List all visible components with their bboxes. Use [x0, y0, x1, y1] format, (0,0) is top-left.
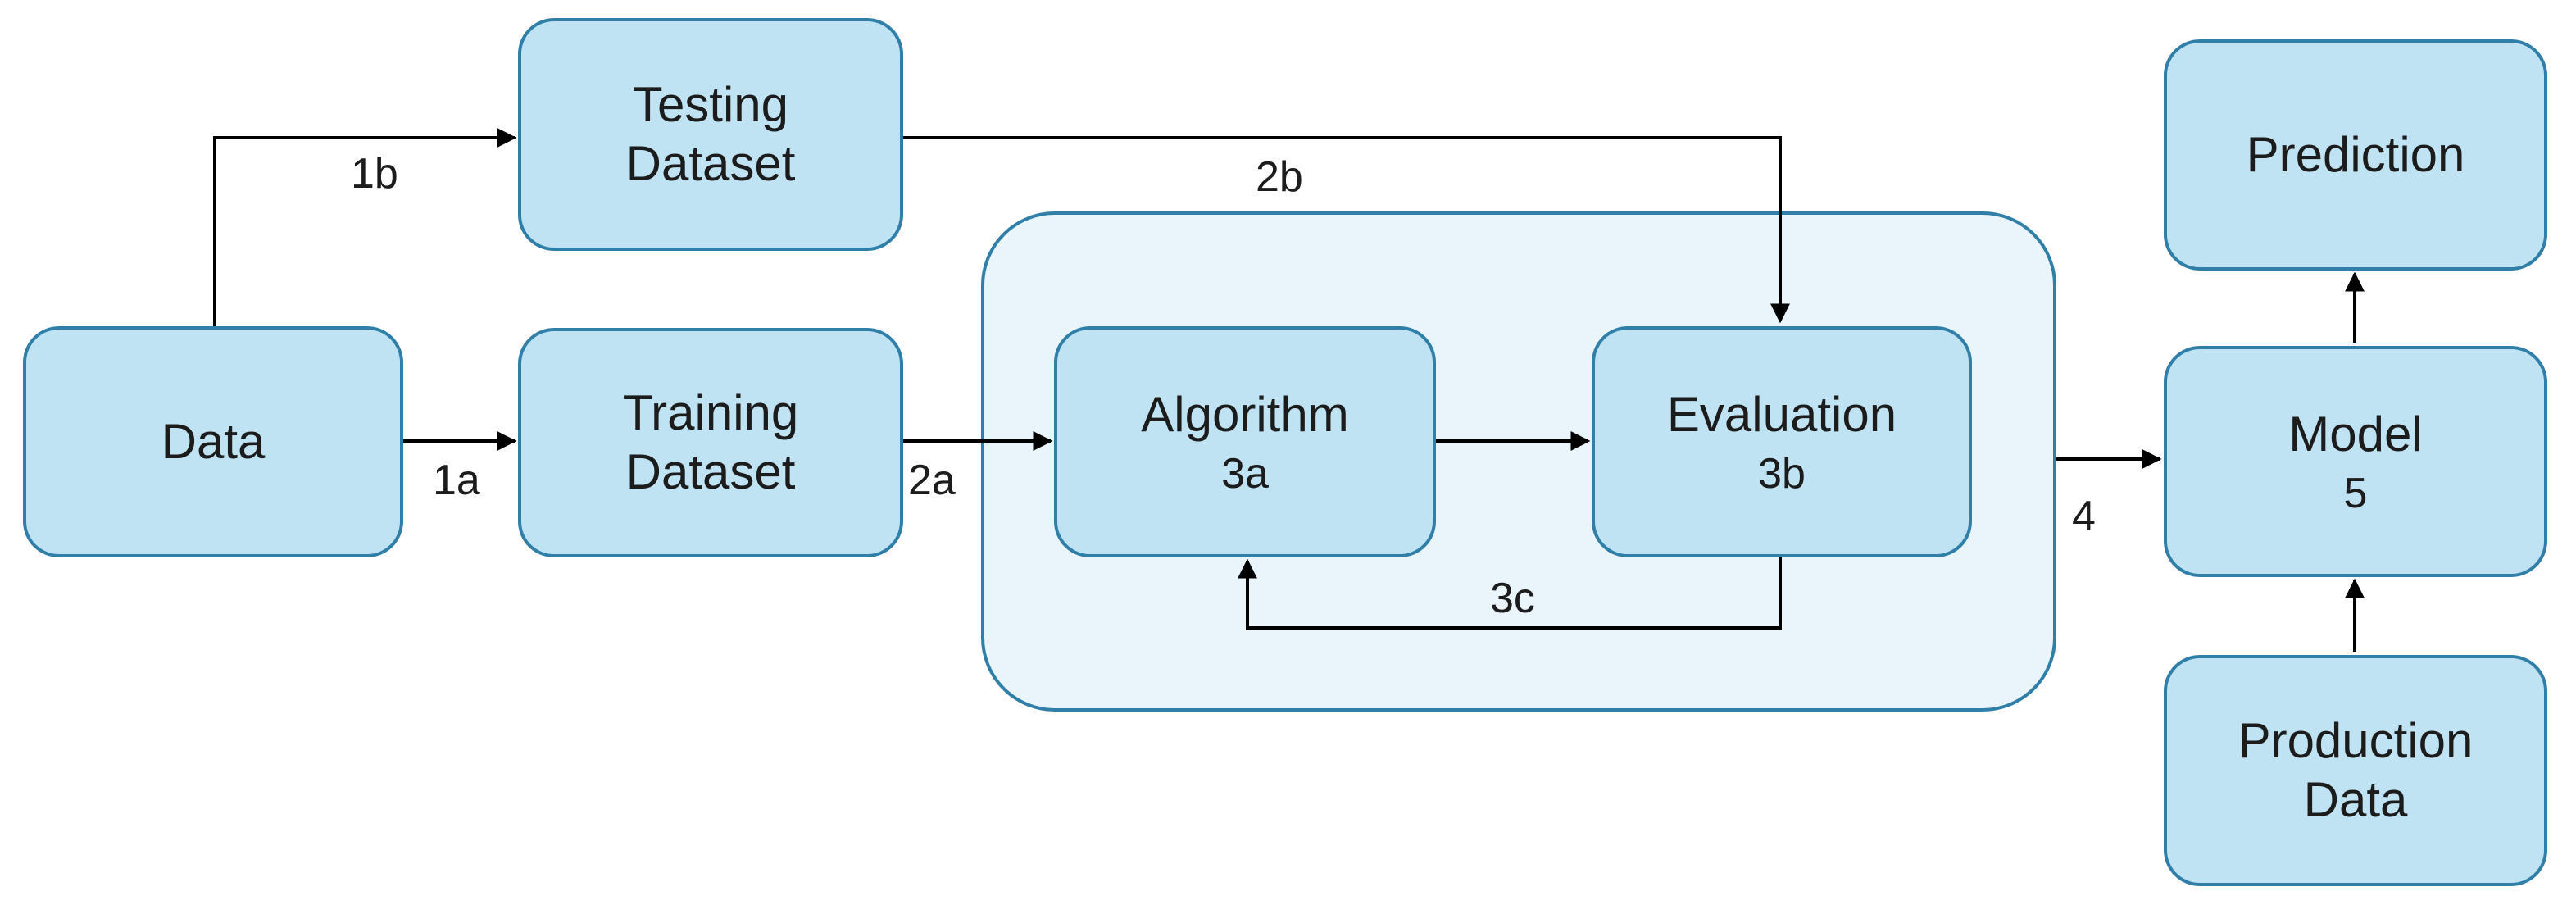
algorithm-label: Algorithm [1141, 387, 1349, 442]
edge-label-1b: 1b [351, 150, 398, 198]
testing-dataset-label-2: Dataset [625, 136, 796, 191]
prediction-node: Prediction [2164, 39, 2547, 271]
training-dataset-label-1: Training [622, 385, 799, 440]
evaluation-node: Evaluation 3b [1592, 326, 1972, 557]
production-data-label-2: Data [2303, 772, 2408, 827]
production-data-node: Production Data [2164, 655, 2547, 886]
training-dataset-label-2: Dataset [625, 444, 796, 499]
testing-dataset-node: Testing Dataset [518, 18, 903, 251]
edge-label-4: 4 [2072, 493, 2096, 540]
algorithm-step-label: 3a [1221, 450, 1269, 498]
model-step-label: 5 [2343, 470, 2368, 517]
edge-label-2b: 2b [1256, 153, 1303, 201]
algorithm-node: Algorithm 3a [1054, 326, 1436, 557]
data-node-label: Data [161, 414, 266, 469]
edge-label-2a: 2a [908, 457, 956, 504]
edge-evaluation-to-algorithm [1238, 557, 1782, 630]
edge-testing-to-evaluation [903, 136, 1790, 324]
evaluation-label: Evaluation [1666, 387, 1897, 442]
edge-label-3c: 3c [1490, 575, 1535, 622]
edge-label-1a: 1a [433, 457, 480, 504]
model-node: Model 5 [2164, 346, 2547, 577]
edge-data-to-testing [213, 128, 517, 326]
prediction-label: Prediction [2246, 127, 2465, 182]
data-node: Data [23, 326, 403, 557]
production-data-label-1: Production [2238, 713, 2474, 768]
testing-dataset-label-1: Testing [632, 77, 789, 132]
evaluation-step-label: 3b [1758, 450, 1806, 498]
training-dataset-node: Training Dataset [518, 328, 903, 557]
model-label: Model [2288, 407, 2423, 462]
